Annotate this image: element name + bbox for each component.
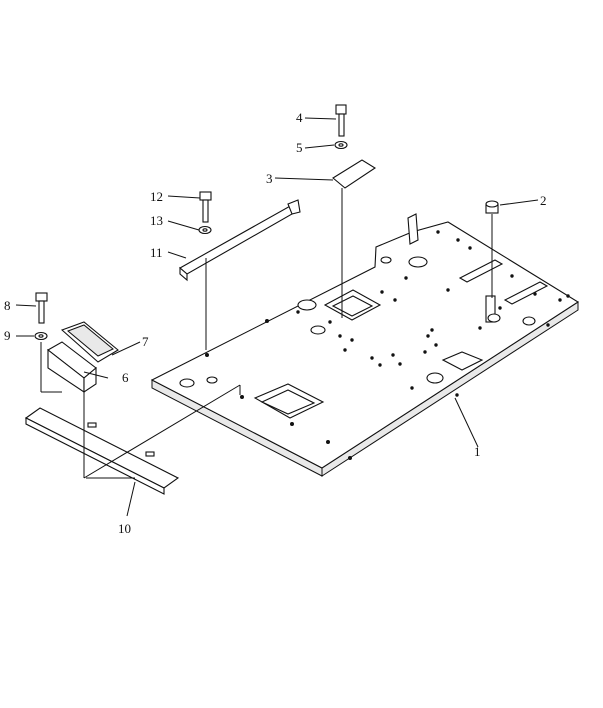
callout-5: 5 [296, 140, 303, 155]
washer-part-9 [34, 331, 48, 341]
callout-7: 7 [142, 334, 149, 349]
callout-11: 11 [150, 245, 163, 260]
callout-8: 8 [4, 298, 11, 313]
cover-plate-part-3 [332, 159, 377, 318]
callout-labels: 1 2 3 4 5 6 7 8 9 10 11 12 13 [4, 110, 547, 536]
rail-part-11 [179, 199, 301, 350]
washer-part-13 [198, 225, 212, 235]
callout-6: 6 [122, 370, 129, 385]
bolt-part-8 [35, 292, 48, 324]
callout-4: 4 [296, 110, 303, 125]
callout-2: 2 [540, 193, 547, 208]
bar-part-10 [24, 407, 180, 495]
callout-12: 12 [150, 189, 163, 204]
callout-3: 3 [266, 171, 273, 186]
pad-part-7 [60, 321, 119, 363]
bolt-part-12 [199, 191, 212, 223]
callout-10: 10 [118, 521, 131, 536]
bolt-part-4 [335, 104, 347, 137]
leader-lines [15, 117, 539, 517]
callout-13: 13 [150, 213, 163, 228]
callout-1: 1 [474, 444, 481, 459]
washer-part-5 [334, 140, 348, 150]
callout-9: 9 [4, 328, 11, 343]
cap-part-2 [485, 200, 499, 298]
bracket-part-6 [47, 341, 97, 394]
assembly-lines [40, 342, 241, 479]
floor-plate [150, 213, 580, 477]
